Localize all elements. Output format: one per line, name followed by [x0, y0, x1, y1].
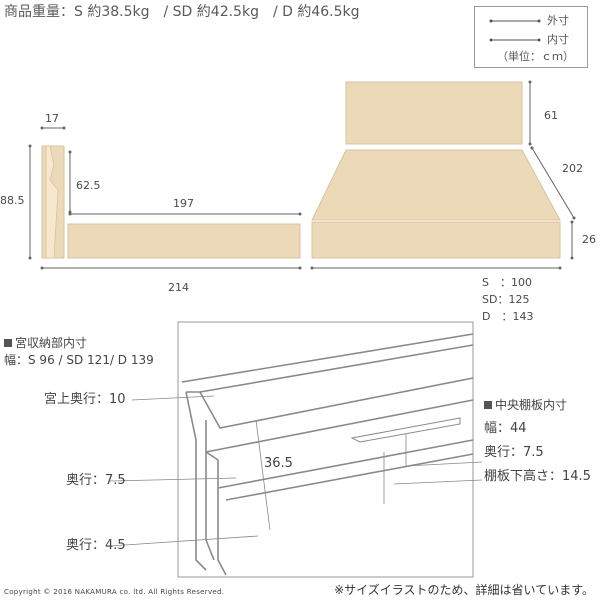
side-frame-shape — [67, 223, 301, 259]
storage-upper-shelf — [186, 377, 474, 429]
front-headboard-height-label: 61 — [544, 109, 558, 122]
storage-heading: 宮収納部内寸 — [4, 337, 87, 349]
storage-upper-depth-label: 宮上奥行：10 — [44, 392, 126, 407]
copyright-text: Copyright © 2016 NAKAMURA co. ltd. All R… — [4, 588, 225, 596]
legend-inner-label: 内寸 — [547, 33, 569, 46]
square-bullet-icon — [484, 401, 492, 409]
storage-lower-board — [205, 399, 474, 453]
front-width-sd: SD：125 — [482, 293, 530, 306]
shelf-heading: 中央棚板内寸 — [484, 399, 567, 411]
front-mattress-top-shape — [311, 149, 561, 221]
label-leader-lines — [109, 395, 483, 547]
shelf-height-below-label: 棚板下高さ：14.5 — [484, 469, 591, 484]
storage-depth-75-label: 奥行：7.5 — [66, 473, 126, 488]
side-total-length-label: 214 — [168, 281, 189, 294]
side-view — [28, 126, 302, 270]
front-diagonal-length-label: 202 — [562, 162, 583, 175]
square-bullet-icon — [4, 339, 12, 347]
storage-inner-board — [217, 439, 474, 489]
center-shelf-outline — [350, 417, 461, 443]
side-total-height-label: 88.5 — [0, 194, 25, 207]
side-inner-length-label: 197 — [173, 197, 194, 210]
product-weight-title: 商品重量：S 約38.5kg / SD 約42.5kg / D 約46.5kg — [4, 4, 360, 20]
storage-bottom-board — [225, 453, 474, 501]
storage-outer-board — [181, 333, 474, 383]
storage-back-profile — [185, 391, 207, 571]
shelf-depth-label: 奥行：7.5 — [484, 445, 544, 460]
side-headboard-notch — [45, 145, 59, 259]
storage-top-board — [199, 344, 474, 393]
illustration-note: ※サイズイラストのため、詳細は省いています。 — [334, 583, 594, 597]
front-view — [310, 80, 576, 270]
side-frame-height-label: 62.5 — [76, 179, 101, 192]
storage-height-365-label: 36.5 — [264, 456, 293, 471]
shelf-heading-text: 中央棚板内寸 — [495, 398, 568, 412]
storage-middle-profile — [205, 451, 227, 576]
dimension-legend: 外寸 内寸 （単位：ｃｍ） — [474, 6, 588, 68]
side-headboard-depth-label: 17 — [45, 112, 59, 125]
legend-unit-label: （単位：ｃｍ） — [497, 50, 574, 63]
front-headboard-shape — [345, 81, 523, 145]
shelf-width-label: 幅：44 — [484, 421, 527, 436]
storage-cross-section — [177, 321, 474, 578]
storage-front-profile — [205, 420, 215, 561]
front-frame-shape — [311, 221, 561, 259]
storage-heading-text: 宮収納部内寸 — [15, 336, 88, 350]
storage-width-line: 幅：S 96 / SD 121/ D 139 — [4, 353, 154, 367]
front-width-s: S ：100 — [482, 276, 532, 289]
front-frame-depth-label: 26 — [582, 233, 596, 246]
front-width-d: D ：143 — [482, 310, 534, 323]
legend-lines — [489, 19, 541, 42]
legend-outer-label: 外寸 — [547, 14, 569, 27]
storage-depth-45-label: 奥行：4.5 — [66, 538, 126, 553]
cross-section-frame — [177, 321, 474, 578]
